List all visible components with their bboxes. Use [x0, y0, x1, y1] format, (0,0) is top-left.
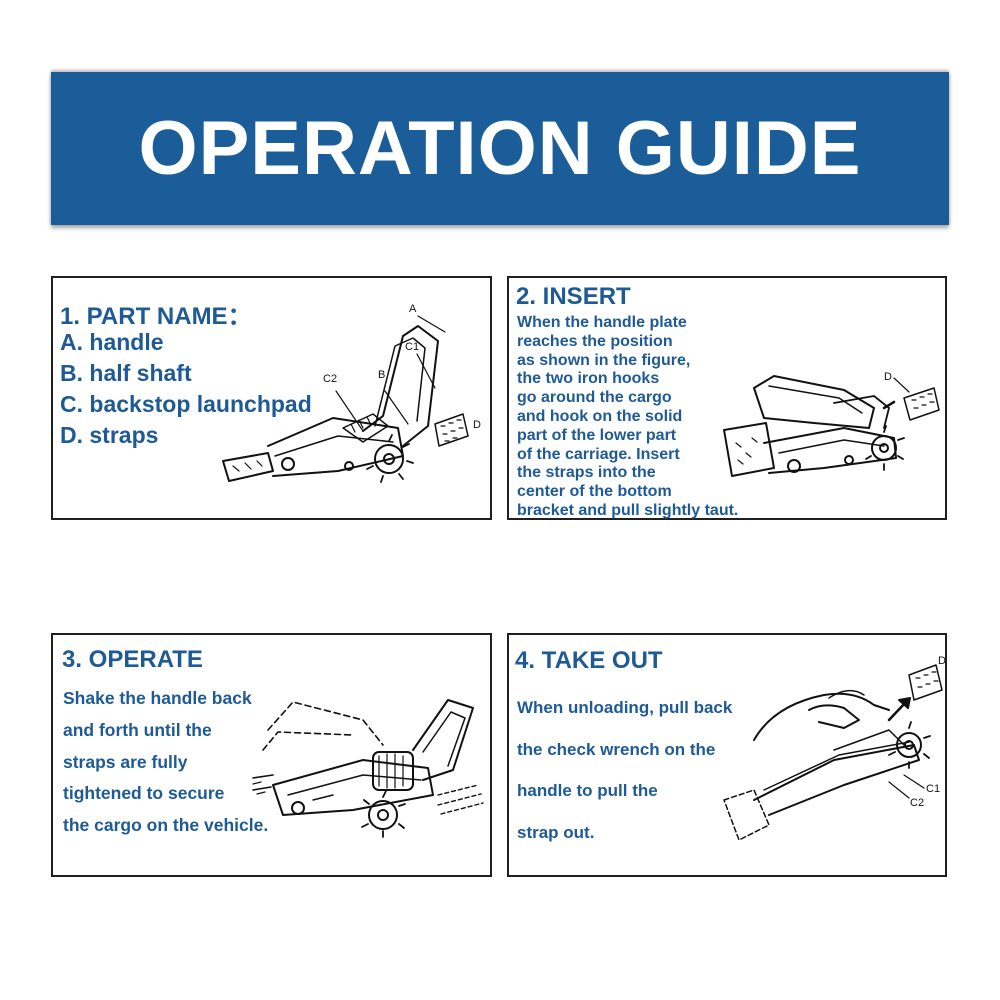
figure-label-d: D — [473, 419, 481, 431]
page-title: OPERATION GUIDE — [138, 105, 862, 191]
ratchet-take-out-figure: D C1 C2 — [714, 655, 946, 850]
instruction-line: reaches the position — [517, 332, 673, 350]
instruction-line: go around the cargo — [517, 389, 672, 407]
figure-label-c1: C1 — [926, 783, 940, 795]
instruction-line: as shown in the figure, — [517, 351, 691, 369]
instruction-text: When the handle plate reaches the positi… — [517, 314, 738, 521]
instruction-line: part of the lower part — [517, 426, 677, 444]
figure-label-a: A — [409, 303, 417, 315]
instruction-text: When unloading, pull back the check wren… — [517, 687, 732, 853]
panel-part-name: 1. PART NAME： A. handle B. half shaft C.… — [51, 276, 492, 520]
figure-label-c2: C2 — [323, 373, 337, 385]
figure-label-b: B — [378, 369, 385, 381]
figure-label-d: D — [884, 371, 892, 383]
instruction-text: Shake the handle back and forth until th… — [63, 683, 268, 842]
panel-operate: 3. OPERATE Shake the handle back and for… — [51, 633, 492, 877]
instruction-line: and hook on the solid — [517, 407, 683, 425]
instruction-line: Shake the handle back — [63, 688, 252, 708]
header-banner: OPERATION GUIDE — [51, 72, 949, 225]
part-item-handle: A. handle — [60, 329, 164, 355]
ratchet-parts-figure: A C1 B C2 D — [213, 303, 481, 496]
instruction-line: the straps into the — [517, 464, 656, 482]
instruction-line: the two iron hooks — [517, 370, 660, 388]
panel-heading: 1. PART NAME： — [60, 303, 252, 330]
instruction-line: of the carriage. Insert — [517, 445, 680, 463]
instruction-line: bracket and pull slightly taut. — [517, 501, 739, 519]
panel-take-out: 4. TAKE OUT When unloading, pull back th… — [507, 633, 947, 877]
panel-heading: 2. INSERT — [516, 283, 631, 310]
instruction-line: strap out. — [517, 822, 595, 842]
panel-insert: 2. INSERT When the handle plate reaches … — [507, 276, 947, 520]
panel-heading: 3. OPERATE — [62, 646, 203, 673]
panel-heading: 4. TAKE OUT — [515, 647, 663, 674]
ratchet-operate-figure — [253, 690, 493, 850]
figure-label-c2: C2 — [910, 797, 924, 809]
instruction-line: handle to pull the — [517, 781, 658, 800]
instruction-line: When the handle plate — [517, 314, 687, 331]
part-item-half-shaft: B. half shaft — [60, 360, 192, 386]
instruction-line: and forth until the — [63, 719, 212, 740]
figure-label-d: D — [938, 655, 946, 667]
part-item-backstop: C. backstop launchpad — [60, 391, 312, 417]
instruction-line: the cargo on the vehicle. — [63, 815, 269, 836]
instruction-line: the check wrench on the — [517, 739, 716, 759]
instruction-line: When unloading, pull back — [517, 698, 733, 717]
part-item-straps: D. straps — [60, 422, 159, 448]
instruction-line: center of the bottom — [517, 483, 672, 501]
instruction-line: tightened to secure — [63, 783, 225, 804]
figure-label-c1: C1 — [405, 341, 419, 353]
ratchet-insert-figure: D — [724, 371, 944, 498]
instruction-line: straps are fully — [63, 751, 188, 772]
